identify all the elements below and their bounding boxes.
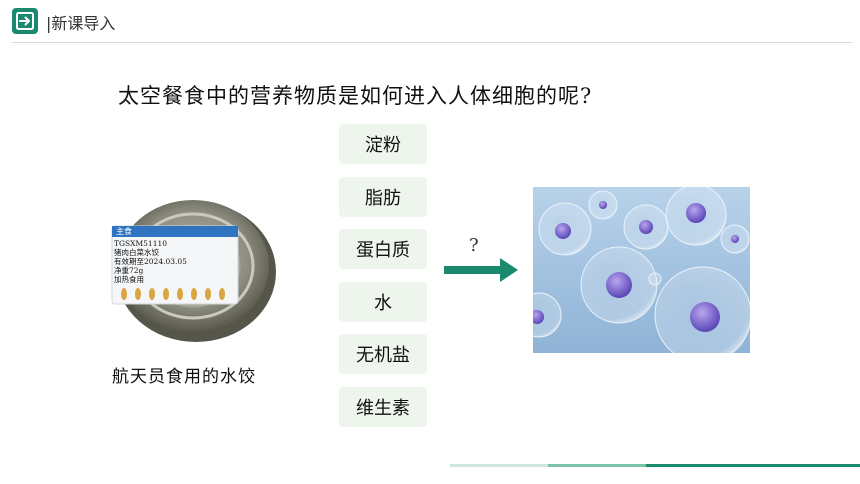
footer-line-light <box>450 464 548 467</box>
enter-icon <box>12 8 38 34</box>
can-expiry: 有效期至2024.03.05 <box>114 257 187 266</box>
nutrient-protein: 蛋白质 <box>339 229 427 269</box>
can-note: 加热食用 <box>114 275 144 284</box>
can-label: 主食 TGSXM51110 猪肉白菜水饺 有效期至2024.03.05 净重72… <box>114 226 234 284</box>
header: |新课导入 <box>0 0 860 44</box>
nutrient-starch: 淀粉 <box>339 124 427 164</box>
image-caption: 航天员食用的水饺 <box>112 367 256 387</box>
arrow-question-mark: ? <box>469 235 479 256</box>
footer-line-mid <box>548 464 646 467</box>
can-weight: 净重72g <box>114 266 144 275</box>
can-label-header: 主食 <box>116 227 132 236</box>
right-arrow-icon <box>444 258 518 282</box>
section-title: |新课导入 <box>46 14 116 33</box>
nutrient-vitamins: 维生素 <box>339 387 427 427</box>
can-code: TGSXM51110 <box>114 239 168 248</box>
cells-image <box>533 187 750 353</box>
question-text: 太空餐食中的营养物质是如何进入人体细胞的呢? <box>118 84 593 108</box>
can-product-name: 猪肉白菜水饺 <box>114 248 159 257</box>
nutrient-minerals: 无机盐 <box>339 334 427 374</box>
nutrient-fat: 脂肪 <box>339 177 427 217</box>
header-divider <box>12 42 852 43</box>
footer-line-dark <box>646 464 860 467</box>
nutrient-water: 水 <box>339 282 427 322</box>
dumpling-can-image <box>111 200 276 342</box>
